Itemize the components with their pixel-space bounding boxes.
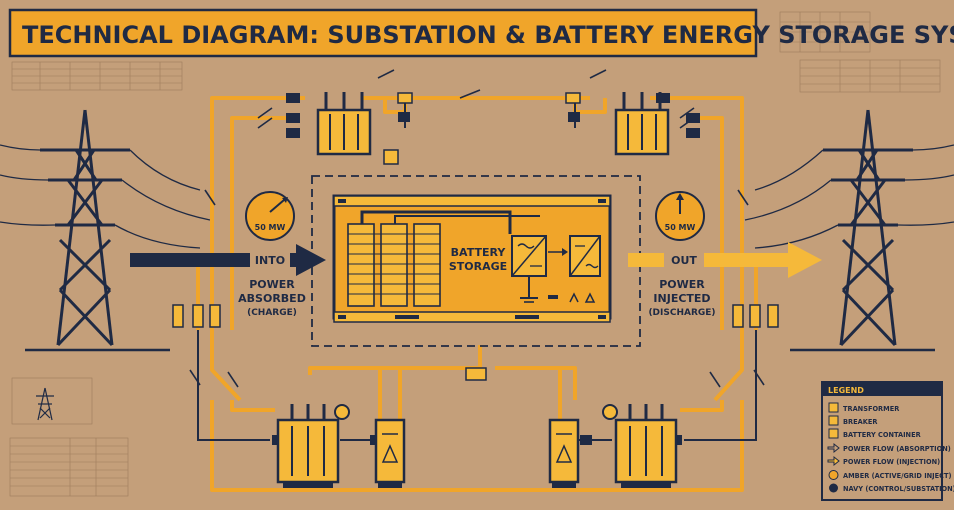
- battery-container: [332, 194, 612, 323]
- grid-decoration-top-left: [11, 61, 183, 91]
- transformer-top-left: [316, 92, 372, 156]
- right-label-line1: POWER: [659, 278, 705, 291]
- grid-decoration-bottom-left: [9, 377, 129, 497]
- power-flow-arrow-absorption: [130, 244, 326, 276]
- power-lines-left: [0, 144, 211, 249]
- left-label-line3: (CHARGE): [247, 308, 297, 318]
- right-label-line3: (DISCHARGE): [648, 308, 715, 318]
- transformer-bottom-left: [276, 404, 350, 488]
- legend-item-amber: AMBER (ACTIVE/GRID INJECT): [843, 472, 951, 480]
- page-title: TECHNICAL DIAGRAM: SUBSTATION & BATTERY …: [22, 21, 954, 49]
- grid-decoration-top-right: [779, 11, 941, 93]
- transformer-bottom-right: [602, 404, 678, 488]
- legend-item-power-flow-absorption: POWER FLOW (ABSORPTION): [843, 445, 951, 453]
- legend-item-breaker: BREAKER: [843, 418, 877, 426]
- switchgear-left: [374, 418, 406, 488]
- left-label-line1: POWER: [249, 278, 295, 291]
- battery-label-line1: BATTERY: [451, 246, 507, 259]
- legend-title: LEGEND: [828, 386, 864, 395]
- breaker-boxes: [172, 92, 779, 381]
- transmission-tower-left: [40, 109, 130, 347]
- fuse-box: [383, 149, 399, 165]
- transmission-tower-right: [823, 109, 913, 347]
- battery-label-line2: STORAGE: [449, 260, 507, 273]
- flow-direction-into: INTO: [255, 254, 285, 267]
- power-meter-left: [245, 191, 295, 241]
- meter-left-value: 50 MW: [255, 223, 286, 232]
- title-box: [8, 8, 758, 58]
- legend-item-navy: NAVY (CONTROL/SUBSTATION): [843, 485, 954, 493]
- power-meter-right: [655, 191, 705, 241]
- meter-right-value: 50 MW: [665, 223, 696, 232]
- power-lines-right: [744, 144, 954, 249]
- switchgear-right: [548, 418, 580, 488]
- legend: [821, 381, 943, 501]
- right-label-line2: INJECTED: [653, 292, 710, 305]
- tower-icon-small: [36, 387, 54, 421]
- legend-item-transformer: TRANSFORMER: [843, 405, 899, 413]
- transformer-top-right: [614, 92, 670, 156]
- legend-item-battery-container: BATTERY CONTAINER: [843, 431, 921, 439]
- flow-direction-out: OUT: [671, 254, 697, 267]
- legend-item-power-flow-injection: POWER FLOW (INJECTION): [843, 458, 940, 466]
- power-flow-arrow-injection: [628, 242, 822, 278]
- left-label-line2: ABSORBED: [238, 292, 306, 305]
